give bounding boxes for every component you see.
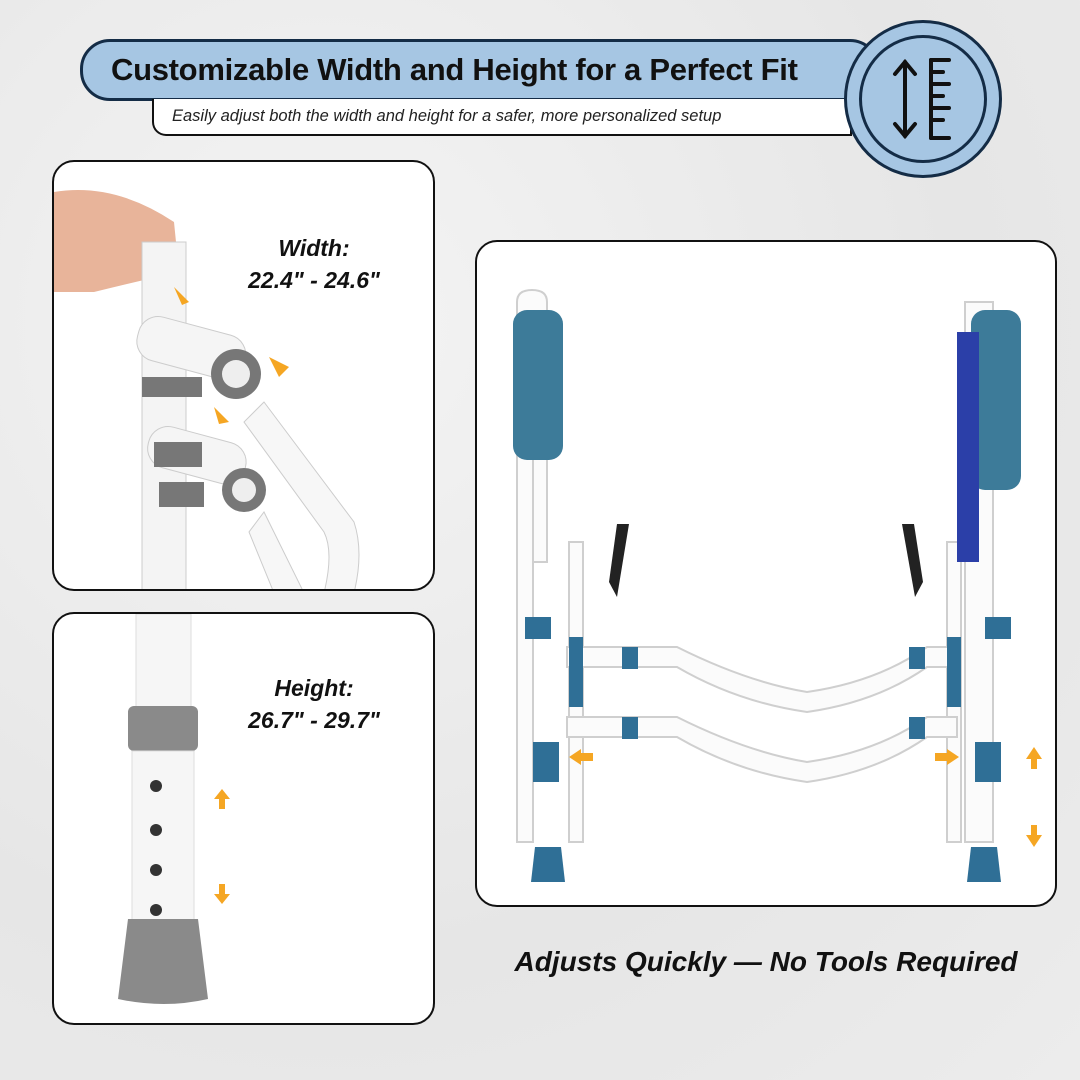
page-subtitle: Easily adjust both the width and height …	[172, 107, 722, 125]
height-label: Height:	[274, 675, 354, 701]
width-range: 22.4" - 24.6"	[248, 267, 380, 293]
height-adjust-image	[118, 614, 230, 1004]
caption: Adjusts Quickly — No Tools Required	[514, 946, 1018, 977]
width-adjust-image	[54, 190, 360, 589]
page-title: Customizable Width and Height for a Perf…	[111, 52, 798, 87]
height-ruler-icon	[893, 58, 951, 140]
height-panel: Height: 26.7" - 29.7"	[52, 612, 435, 1025]
width-panel: Width: 22.4" - 24.6"	[52, 160, 435, 591]
title-banner: Customizable Width and Height for a Perf…	[80, 39, 880, 101]
product-panel	[475, 240, 1057, 907]
subtitle-box: Easily adjust both the width and height …	[152, 99, 852, 136]
width-label: Width:	[278, 235, 350, 261]
badge	[844, 20, 1002, 178]
toilet-safety-rail-image	[513, 288, 1042, 882]
height-range: 26.7" - 29.7"	[248, 707, 380, 733]
